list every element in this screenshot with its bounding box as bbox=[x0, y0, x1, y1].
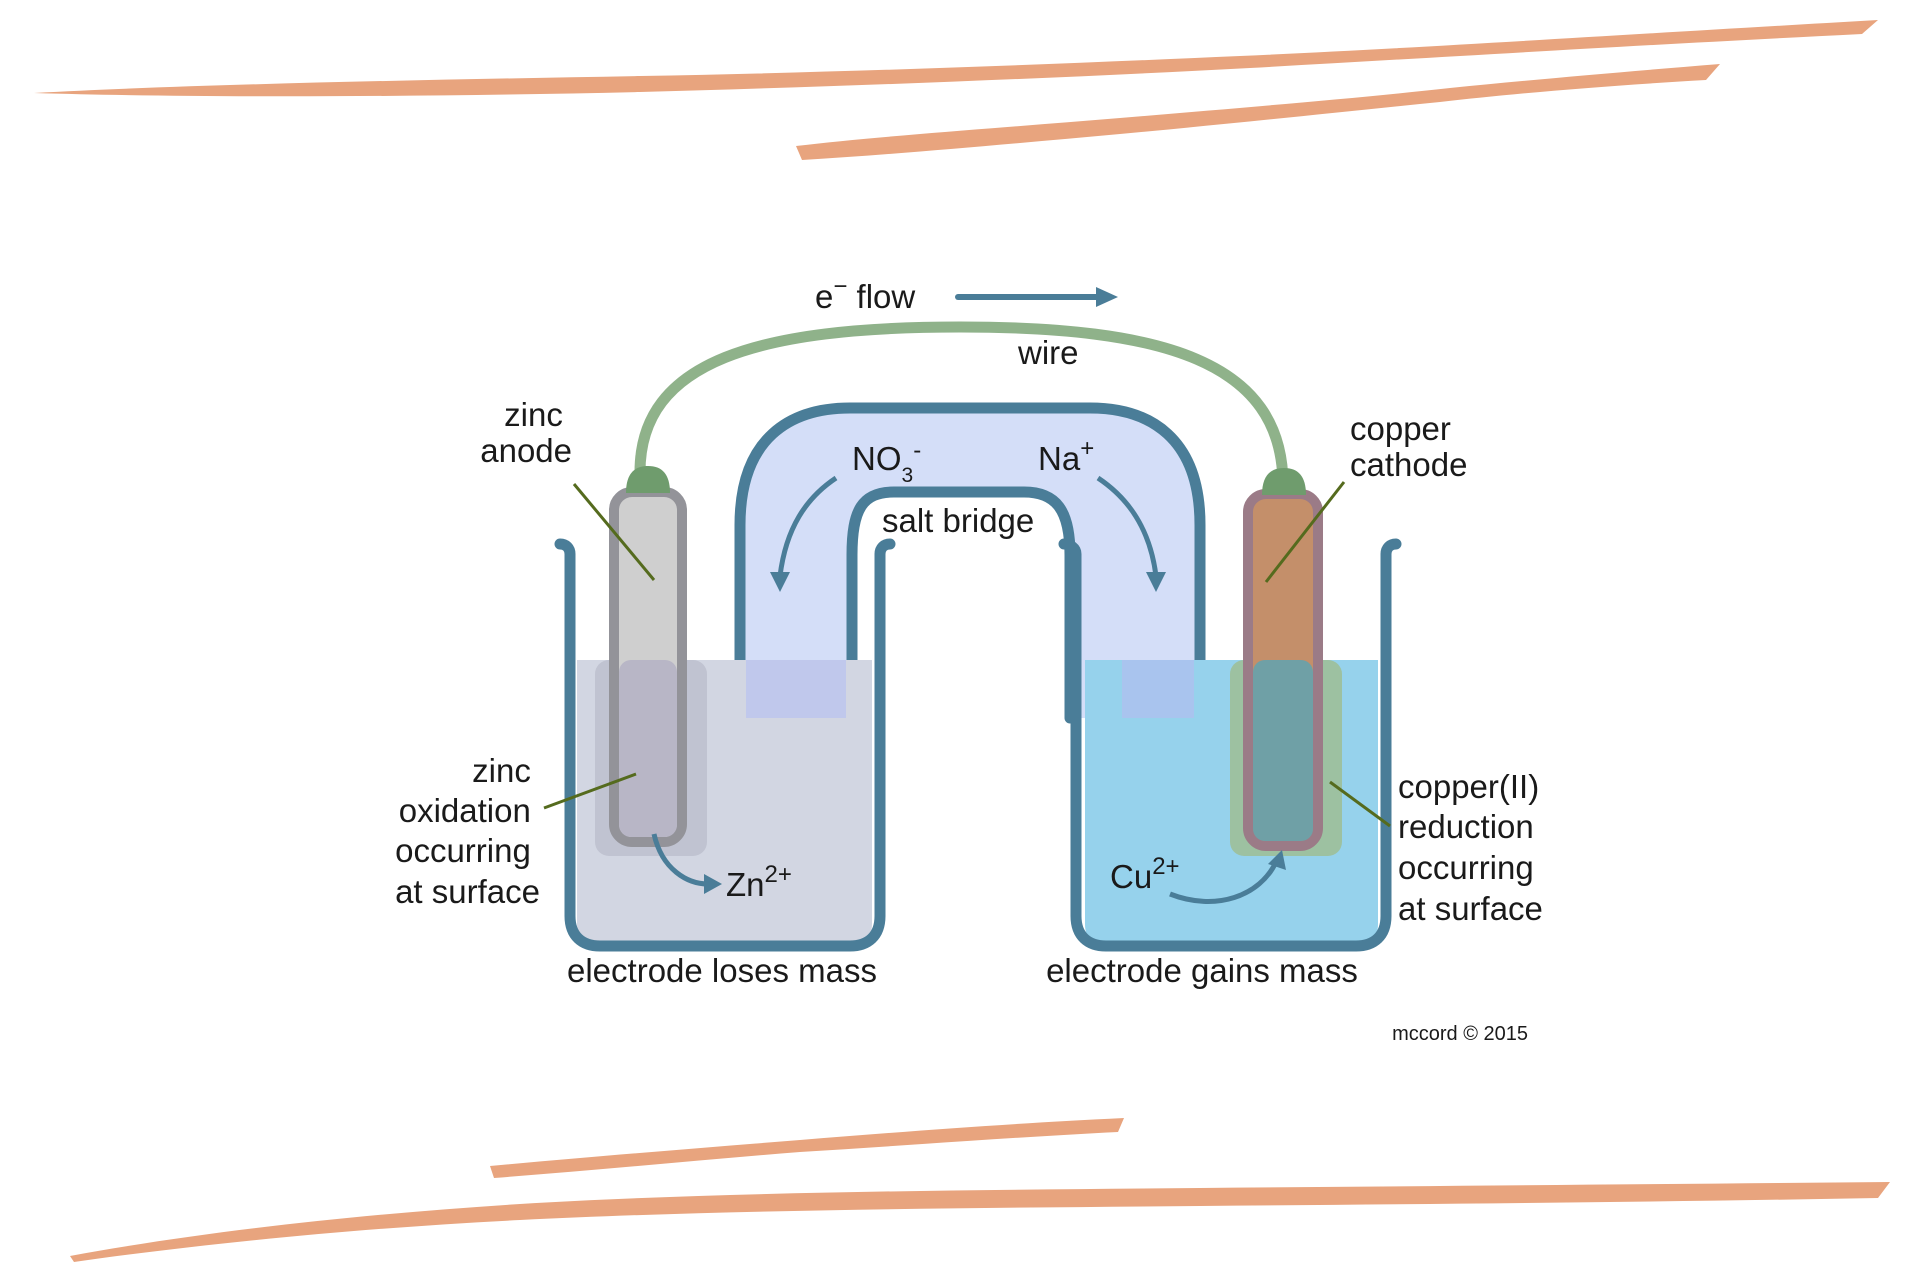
zinc-ion-superscript: 2+ bbox=[765, 861, 792, 888]
zinc-anode-line1: zinc bbox=[504, 396, 563, 433]
sodium-arrowhead bbox=[1146, 572, 1166, 592]
nitrate-main: NO bbox=[852, 440, 902, 477]
copper-reduction-line2: reduction bbox=[1398, 808, 1534, 845]
zinc-oxidation-line2: oxidation bbox=[399, 792, 531, 829]
salt-bridge-overlap-right bbox=[1122, 660, 1194, 718]
nitrate-arrow bbox=[777, 475, 838, 577]
zinc-oxidation-line4: at surface bbox=[395, 873, 540, 910]
copper-beaker bbox=[1058, 538, 1402, 952]
brush-strokes-top bbox=[34, 20, 1878, 160]
nitrate-superscript: - bbox=[913, 437, 921, 464]
copper-ion-main: Cu bbox=[1110, 858, 1152, 895]
wire bbox=[634, 321, 1289, 491]
left-caption: electrode loses mass bbox=[567, 952, 877, 989]
copper-cathode-label: copper cathode bbox=[1350, 410, 1467, 483]
zinc-oxidation-leader bbox=[543, 772, 637, 810]
copper-ion-label: Cu2+ bbox=[1110, 853, 1180, 895]
copper-electrode-submerged bbox=[1253, 660, 1313, 841]
salt-bridge-overlap-left bbox=[746, 660, 846, 718]
copper-reduction-line4: at surface bbox=[1398, 890, 1543, 927]
zinc-ion-label: Zn2+ bbox=[726, 861, 792, 903]
nitrate-label: NO3- bbox=[852, 437, 921, 487]
electron-flow-label: e− flow bbox=[815, 273, 915, 315]
sodium-label: Na+ bbox=[1038, 435, 1094, 477]
copper-ion-superscript: 2+ bbox=[1152, 853, 1179, 880]
electron-flow-superscript: − bbox=[833, 273, 847, 300]
zinc-ion-arrow bbox=[651, 833, 709, 887]
brush-stroke-top-1 bbox=[34, 20, 1878, 97]
salt-bridge-outline-inner bbox=[846, 486, 1076, 724]
zinc-anode-leader bbox=[572, 483, 656, 581]
zinc-beaker bbox=[554, 538, 896, 952]
electron-flow-word: flow bbox=[847, 278, 915, 315]
salt-bridge-outline-outer bbox=[734, 402, 1206, 724]
zinc-oxidation-line1: zinc bbox=[472, 752, 531, 789]
zinc-oxidation-label: zinc oxidation occurring at surface bbox=[395, 752, 540, 910]
zinc-ion-arrowhead bbox=[704, 874, 722, 894]
copper-reduction-leader bbox=[1329, 780, 1391, 828]
copper-wire-cap bbox=[1262, 468, 1306, 495]
salt-bridge-label: salt bridge bbox=[882, 502, 1034, 539]
brush-stroke-top-2 bbox=[796, 64, 1720, 160]
copper-reduction-line1: copper(II) bbox=[1398, 768, 1539, 805]
credit-label: mccord © 2015 bbox=[1392, 1023, 1528, 1045]
zinc-oxidation-line3: occurring bbox=[395, 832, 531, 869]
electron-flow-e: e bbox=[815, 278, 833, 315]
right-caption: electrode gains mass bbox=[1046, 952, 1358, 989]
zinc-ion-main: Zn bbox=[726, 866, 765, 903]
salt-bridge bbox=[740, 408, 1200, 718]
copper-cathode-line2: cathode bbox=[1350, 446, 1467, 483]
brush-stroke-bottom-1 bbox=[490, 1118, 1124, 1178]
copper-reduction-label: copper(II) reduction occurring at surfac… bbox=[1398, 768, 1548, 927]
copper-cathode-line1: copper bbox=[1350, 410, 1451, 447]
electron-flow-arrowhead bbox=[1096, 287, 1118, 307]
copper-ion-arrowhead bbox=[1268, 850, 1286, 870]
sodium-main: Na bbox=[1038, 440, 1081, 477]
sodium-superscript: + bbox=[1080, 435, 1094, 462]
copper-ion-arrow bbox=[1169, 860, 1279, 904]
copper-reduction-line3: occurring bbox=[1398, 849, 1534, 886]
zinc-anode-line2: anode bbox=[480, 432, 572, 469]
sodium-arrow bbox=[1096, 475, 1159, 577]
brush-stroke-bottom-2 bbox=[70, 1182, 1890, 1262]
copper-cathode-leader bbox=[1264, 481, 1346, 583]
zinc-wire-cap bbox=[626, 466, 670, 493]
nitrate-arrowhead bbox=[770, 572, 790, 592]
zinc-electrode-submerged bbox=[619, 660, 677, 837]
nitrate-subscript: 3 bbox=[902, 464, 914, 487]
zinc-anode-label: zinc anode bbox=[480, 396, 572, 469]
wire-label: wire bbox=[1017, 334, 1079, 371]
brush-strokes-bottom bbox=[70, 1118, 1890, 1262]
